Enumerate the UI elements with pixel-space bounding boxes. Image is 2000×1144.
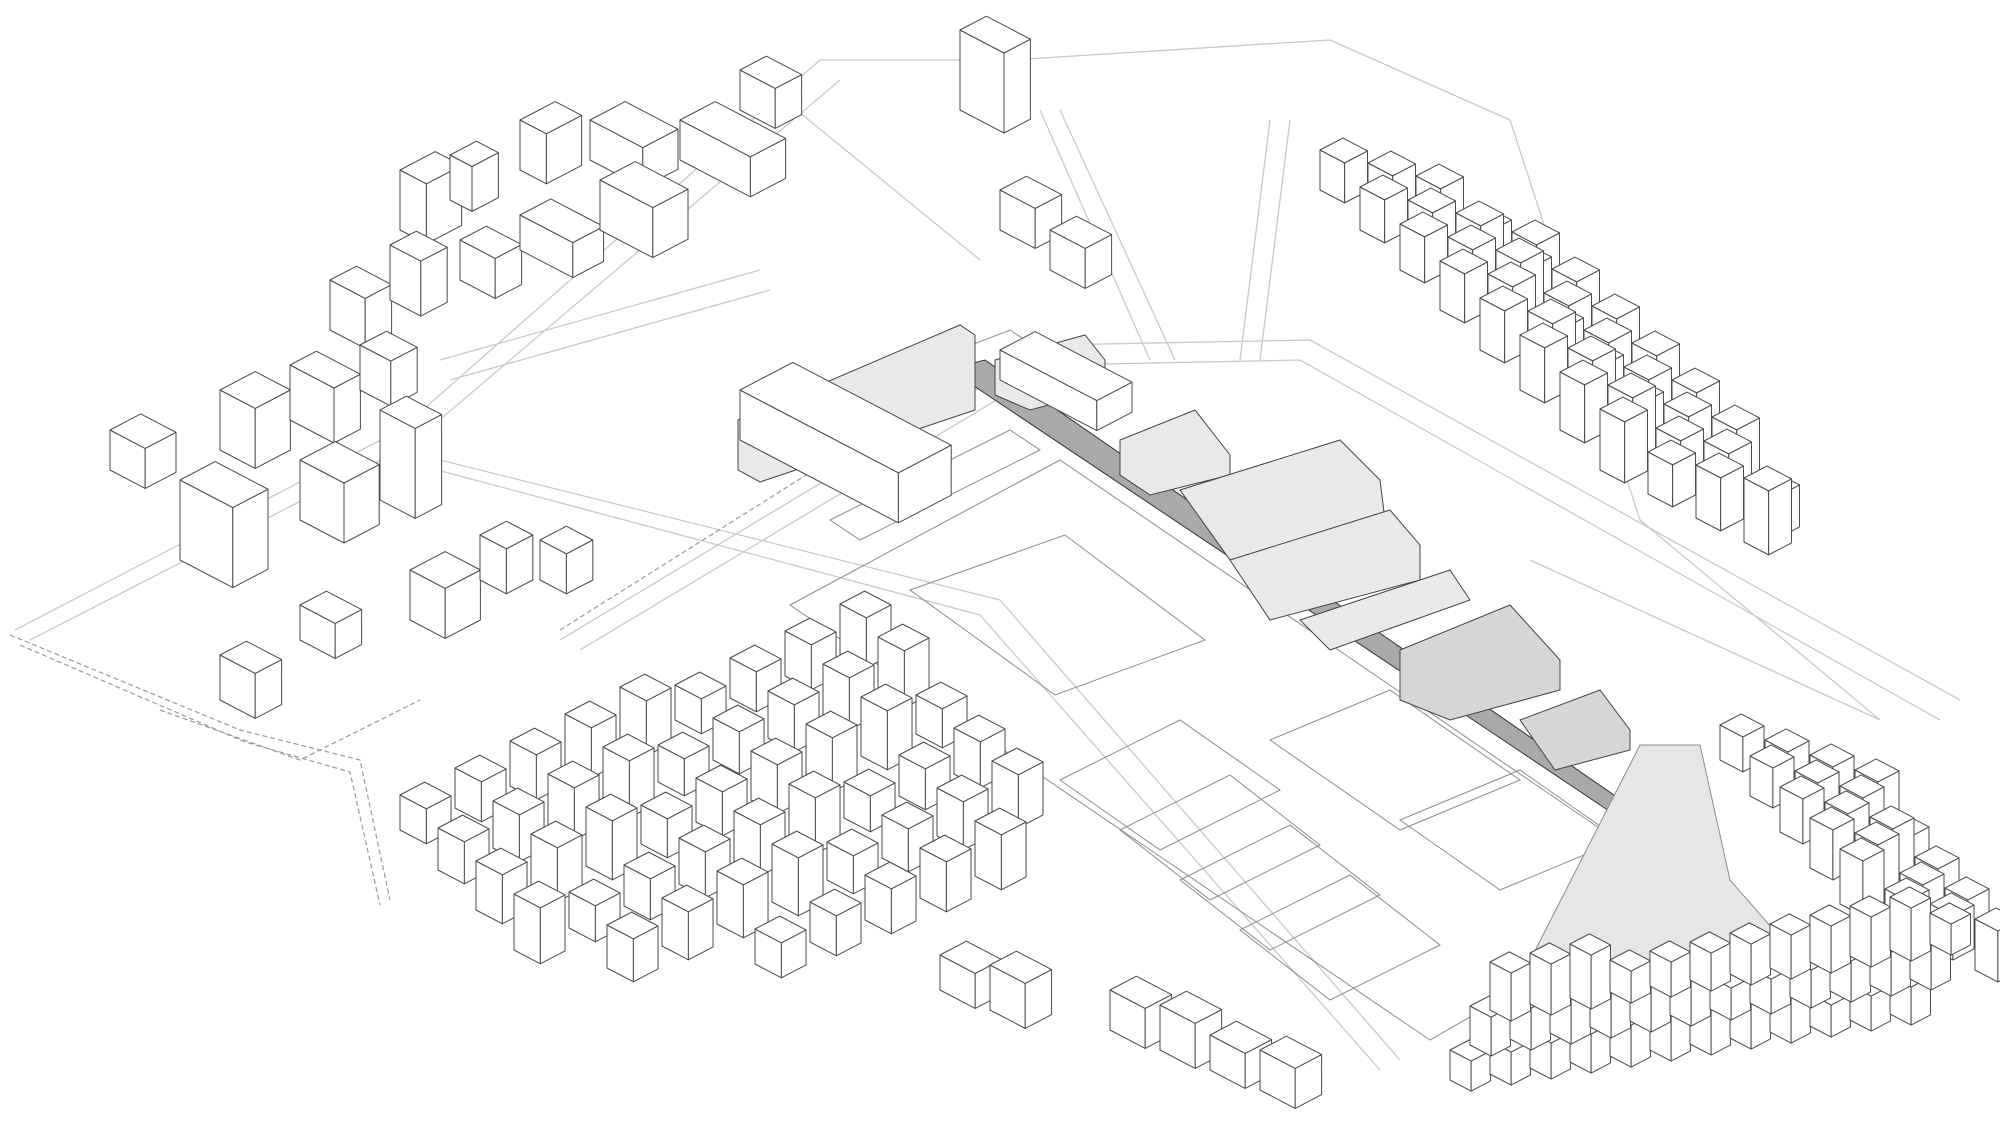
building-mass (661, 884, 714, 961)
building-mass (409, 551, 481, 639)
building-mass (479, 520, 534, 595)
building-mass (739, 55, 803, 129)
building-mass (449, 140, 499, 212)
building-mass (359, 330, 418, 407)
building-mass (1695, 452, 1745, 532)
building-mass (179, 461, 269, 589)
building-mass (695, 764, 748, 837)
building-mass (1779, 775, 1825, 845)
building-mass (999, 175, 1063, 249)
building-mass (299, 590, 363, 659)
building-mass (1259, 1035, 1323, 1109)
building-mass (389, 230, 448, 317)
building-mass (1743, 465, 1793, 556)
rail-lines (9, 459, 831, 906)
building-mass (1489, 951, 1531, 1022)
building-mass (1929, 902, 1971, 956)
building-mass (1889, 886, 1931, 962)
building-mass (826, 828, 879, 895)
building-mass (754, 915, 807, 979)
building-mass (1769, 913, 1811, 980)
building-mass (1974, 907, 2000, 983)
building-mass (606, 911, 659, 983)
building-mass (1729, 922, 1771, 986)
building-mass (1689, 931, 1731, 992)
building-mass (991, 747, 1044, 829)
building-mass (936, 774, 989, 851)
building-mass (716, 857, 769, 939)
building-mass (475, 847, 528, 925)
building-mass (599, 161, 689, 259)
central-lot (789, 329, 1691, 1041)
building-mass (539, 525, 594, 595)
building-mass (999, 331, 1133, 432)
building-mass (519, 198, 605, 279)
building-mass (1809, 904, 1851, 974)
building-mass (519, 101, 583, 185)
building-mass (1609, 949, 1651, 1004)
building-mass (809, 888, 862, 957)
building-mass (1647, 439, 1697, 508)
building-mass (299, 441, 380, 544)
building-mass (1359, 174, 1409, 244)
building-mass (739, 361, 952, 524)
building-mass (771, 830, 824, 917)
highlight-block-8 (1519, 689, 1631, 771)
building-mass (989, 950, 1053, 1029)
building-mass (1749, 744, 1795, 809)
building-mass (399, 781, 452, 845)
building-mass (219, 371, 291, 469)
building-mass (1849, 895, 1891, 968)
building-mass (513, 880, 566, 965)
building-mass (1569, 933, 1611, 1010)
highlight-block-6 (1299, 569, 1471, 651)
building-mass (679, 101, 787, 198)
building-mass (379, 395, 443, 519)
building-mass (1599, 396, 1649, 484)
building-mass (1529, 942, 1571, 1016)
building-mass (289, 350, 361, 444)
building-mass (974, 807, 1027, 891)
building-mass (1649, 940, 1691, 998)
building-mass (919, 834, 972, 913)
highlight-block-7 (1399, 604, 1561, 721)
building-mass (459, 225, 523, 299)
highlight-block-5 (1229, 509, 1421, 621)
building-mass (657, 731, 710, 797)
building-mass (219, 640, 283, 719)
building-mass (109, 413, 177, 489)
building-mass (1049, 215, 1113, 289)
building-mass (1109, 975, 1173, 1049)
building-mass (860, 683, 913, 771)
building-mass (959, 15, 1031, 134)
building-mass (712, 704, 765, 775)
building-mass (864, 861, 917, 935)
context-buildings (109, 15, 2000, 1109)
